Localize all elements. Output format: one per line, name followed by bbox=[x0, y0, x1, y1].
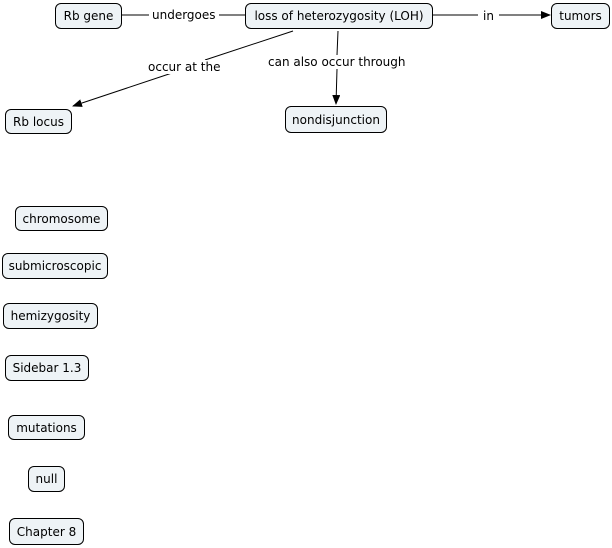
concept-sidebar[interactable]: Sidebar 1.3 bbox=[5, 355, 89, 381]
line-canalso-nondisjunction bbox=[332, 68, 341, 105]
link-label-occur-at-the: occur at the bbox=[145, 60, 224, 74]
link-label-undergoes: undergoes bbox=[149, 8, 219, 22]
link-label-in: in bbox=[480, 9, 497, 23]
concept-rb-gene[interactable]: Rb gene bbox=[55, 3, 122, 29]
concept-chromosome[interactable]: chromosome bbox=[15, 206, 108, 231]
line-occur-rblocus bbox=[72, 72, 173, 107]
concept-hemizygosity[interactable]: hemizygosity bbox=[3, 303, 98, 329]
concept-null[interactable]: null bbox=[28, 466, 65, 492]
link-label-can-also-occur-through: can also occur through bbox=[265, 55, 409, 69]
line-loh-occur bbox=[204, 30, 294, 61]
concept-rb-locus[interactable]: Rb locus bbox=[5, 109, 72, 134]
concept-tumors[interactable]: tumors bbox=[551, 3, 610, 29]
concept-loss-of-heterozygosity[interactable]: loss of heterozygosity (LOH) bbox=[245, 3, 433, 29]
concept-chapter[interactable]: Chapter 8 bbox=[9, 518, 84, 545]
concept-mutations[interactable]: mutations bbox=[8, 415, 85, 440]
line-loh-canalso bbox=[336, 30, 339, 56]
concept-submicroscopic[interactable]: submicroscopic bbox=[2, 253, 108, 279]
concept-nondisjunction[interactable]: nondisjunction bbox=[285, 106, 387, 133]
